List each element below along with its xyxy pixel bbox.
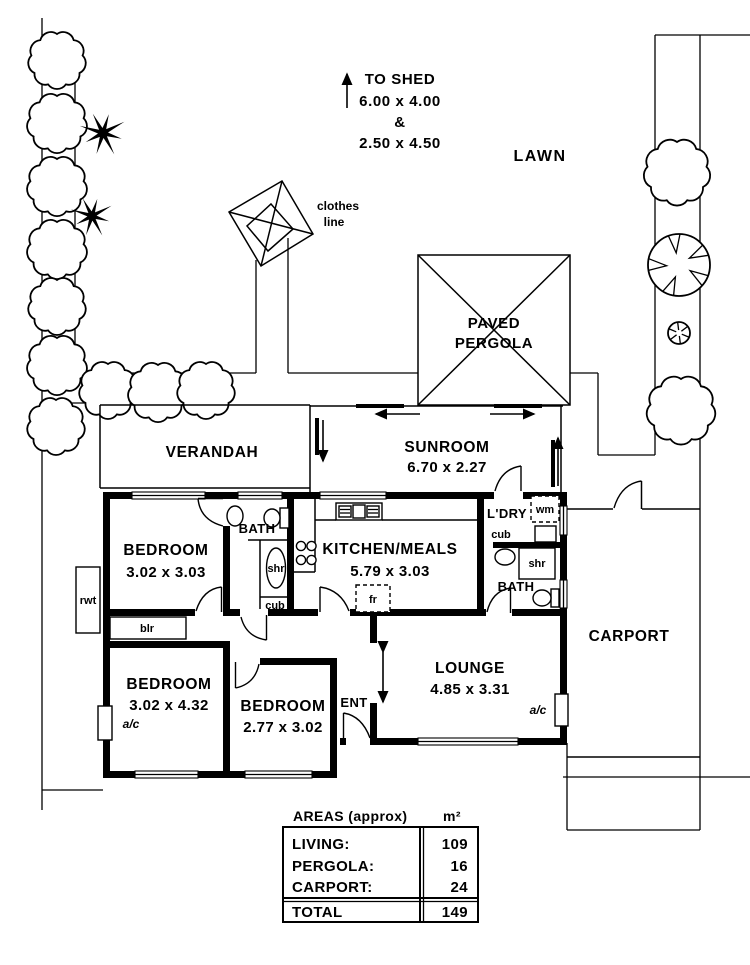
lawn-label: LAWN [513, 148, 566, 165]
tree-notch [667, 233, 681, 255]
shower-1-icon [248, 539, 287, 609]
label-bedroom-3: BEDROOM [240, 698, 325, 715]
label-cupboard-1: cub [265, 600, 285, 612]
rainwater-tank-icon [75, 566, 101, 634]
clothes-line-label-2: line [324, 215, 345, 229]
shrub-icon [667, 321, 691, 345]
table-row-carport-value: 24 [451, 879, 469, 896]
to-shed-dims-2: 2.50 x 4.50 [359, 135, 441, 152]
table-row-living-value: 109 [442, 836, 468, 853]
verandah-structure [99, 404, 310, 489]
label-aircon-2: a/c [530, 703, 547, 717]
to-shed-label: TO SHED [365, 71, 436, 88]
label-sunroom: SUNROOM [404, 439, 489, 456]
sunroom-structure [309, 404, 564, 492]
stove-icon [295, 540, 317, 566]
areas-table-title: AREAS (approx) [293, 808, 408, 824]
label-verandah: VERANDAH [166, 444, 259, 461]
shrub-spoke [669, 334, 677, 341]
label-boiler: blr [140, 623, 155, 635]
label-bedroom-1: BEDROOM [123, 542, 208, 559]
label-sunroom-dims: 6.70 x 2.27 [407, 459, 486, 476]
label-bedroom-2-dims: 3.02 x 4.32 [129, 697, 208, 714]
pergola-label-2: PERGOLA [455, 335, 533, 352]
doors [195, 465, 522, 740]
to-shed-amp: & [394, 114, 405, 131]
label-rainwater-tank: rwt [80, 595, 97, 607]
tree-icon [647, 233, 711, 297]
toilet-1-icon [263, 507, 290, 529]
to-shed-dims-1: 6.00 x 4.00 [359, 93, 441, 110]
tree-notch [688, 269, 709, 287]
areas-table: AREAS (approx) m² LIVING: 109 PERGOLA: 1… [282, 808, 479, 923]
label-laundry: L'DRY [487, 506, 527, 521]
table-total-label: TOTAL [292, 904, 343, 921]
boiler-icon [109, 616, 187, 640]
shrub-spoke [668, 328, 677, 333]
areas-table-unit: m² [443, 808, 461, 824]
toilet-2-icon [532, 588, 560, 608]
shrub-spoke [676, 322, 680, 331]
bush-icon [27, 31, 87, 90]
label-bath-2: BATH [498, 579, 535, 594]
label-cupboard-2: cub [491, 529, 511, 541]
clothes-line-icon [227, 179, 315, 268]
fridge-icon [355, 584, 391, 613]
label-carport: CARPORT [589, 628, 670, 645]
table-total-value: 149 [442, 904, 468, 921]
basin-2-icon [494, 548, 516, 566]
pergola-label-1: PAVED [468, 315, 520, 332]
bush-icon [642, 138, 712, 207]
table-row-pergola-label: PERGOLA: [292, 858, 374, 875]
garden-trees [26, 31, 717, 456]
tree-notch [662, 274, 677, 296]
label-lounge: LOUNGE [435, 660, 505, 677]
fixtures [75, 72, 569, 741]
carport-structure [567, 480, 700, 758]
palm-plant-icon [70, 198, 112, 236]
bush-icon [27, 277, 87, 336]
shrub-spoke [681, 325, 689, 332]
label-lounge-dims: 4.85 x 3.31 [430, 681, 509, 698]
label-washing-machine: wm [535, 504, 555, 516]
house-walls [103, 492, 567, 778]
labels: TO SHED 6.00 x 4.00 & 2.50 x 4.50 LAWN c… [80, 71, 670, 736]
bush-icon [26, 156, 88, 218]
label-shower-2: shr [528, 558, 546, 570]
windows [131, 491, 568, 779]
basin-1-icon [226, 505, 244, 527]
palm-plant-icon [79, 113, 125, 155]
aircon-1-icon [97, 705, 113, 741]
clothes-line-label-1: clothes [317, 199, 359, 213]
label-aircon-1: a/c [123, 717, 140, 731]
shrub-spoke [681, 333, 690, 338]
table-row-carport-label: CARPORT: [292, 879, 373, 896]
label-fridge: fr [369, 594, 378, 606]
label-shower-1: shr [267, 563, 285, 575]
shower-2-icon [518, 547, 556, 580]
label-kitchen-dims: 5.79 x 3.03 [350, 563, 429, 580]
tree-notch [648, 258, 669, 272]
label-bedroom-3-dims: 2.77 x 3.02 [243, 719, 322, 736]
washing-machine-icon [530, 495, 560, 523]
label-entry: ENT [340, 695, 367, 710]
bush-icon [26, 397, 86, 456]
label-bath-1: BATH [239, 521, 276, 536]
bush-icon [26, 335, 88, 397]
bush-icon [176, 361, 236, 420]
label-bedroom-1-dims: 3.02 x 3.03 [126, 564, 205, 581]
laundry-trough-icon [534, 525, 557, 543]
bush-icon [26, 93, 88, 155]
table-row-pergola-value: 16 [451, 858, 469, 875]
label-kitchen: KITCHEN/MEALS [322, 541, 457, 558]
shrub-spoke [678, 335, 682, 344]
aircon-2-icon [554, 693, 569, 727]
table-row-living-label: LIVING: [292, 836, 350, 853]
bush-icon [26, 219, 88, 281]
tree-notch [687, 244, 709, 260]
label-bedroom-2: BEDROOM [126, 676, 211, 693]
bush-icon [645, 375, 717, 446]
